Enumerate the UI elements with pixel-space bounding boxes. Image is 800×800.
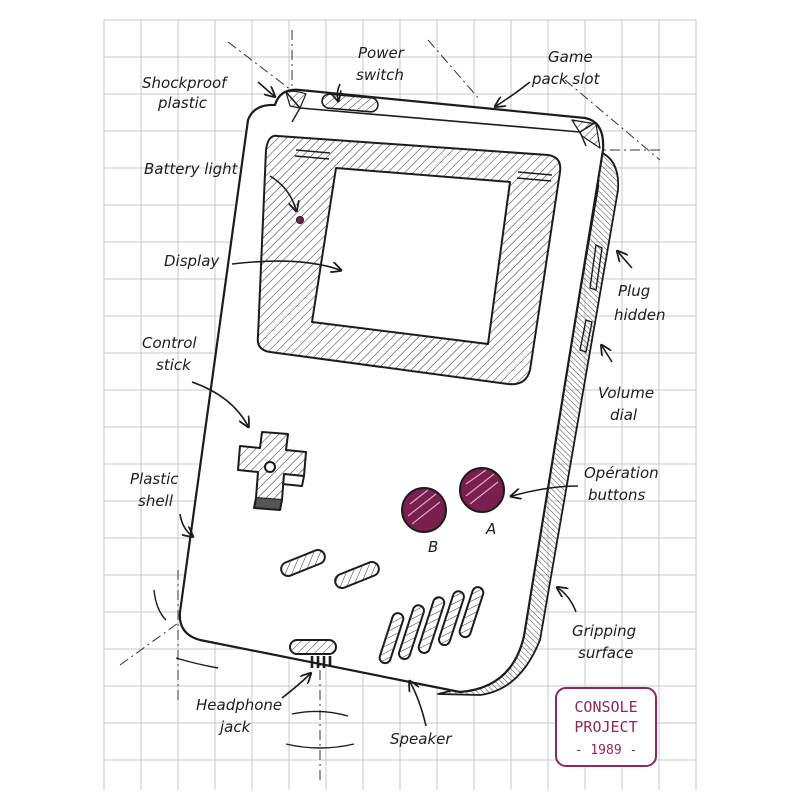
control-stick-dpad: [237, 431, 307, 511]
label-game-pack-2: pack slot: [531, 70, 601, 88]
label-volume-1: Volume: [598, 384, 654, 402]
label-plastic-2: shell: [138, 492, 174, 510]
operation-buttons: [401, 467, 505, 533]
display-screen: [311, 167, 511, 345]
stamp-line-1: CONSOLE: [574, 698, 637, 716]
label-shockproof-2: plastic: [157, 94, 208, 112]
label-power-1: Power: [358, 44, 405, 62]
button-a: [459, 467, 505, 513]
button-b-label: B: [428, 538, 438, 556]
label-game-pack-1: Game: [548, 48, 593, 66]
label-power-2: switch: [356, 66, 404, 84]
label-plastic-1: Plastic: [130, 470, 179, 488]
screen-bezel: [256, 134, 562, 386]
label-display: Display: [164, 252, 220, 270]
console-project-stamp: CONSOLE PROJECT - 1989 -: [555, 687, 657, 767]
label-headphone-2: jack: [218, 718, 252, 736]
label-operation-2: buttons: [588, 486, 645, 504]
label-battery: Battery light: [144, 160, 239, 178]
label-gripping-1: Gripping: [572, 622, 636, 640]
select-start-buttons: [280, 549, 380, 589]
button-a-label: A: [485, 520, 496, 538]
label-operation-1: Opération: [584, 464, 659, 482]
label-speaker: Speaker: [390, 730, 452, 748]
sketch-marks: [153, 589, 355, 749]
stamp-line-2: PROJECT: [574, 718, 637, 736]
label-headphone-1: Headphone: [196, 696, 282, 714]
battery-light: [296, 216, 304, 224]
callout-arrows: [179, 81, 633, 727]
label-control-2: stick: [156, 356, 192, 374]
headphone-jack: [289, 639, 337, 668]
label-plug-2: hidden: [614, 306, 665, 324]
label-shockproof-1: Shockproof: [142, 74, 229, 92]
stamp-line-3: - 1989 -: [575, 743, 638, 758]
button-b: [401, 487, 447, 533]
labels: Shockproof plastic Power switch Game pac…: [130, 44, 665, 748]
label-volume-2: dial: [610, 406, 638, 424]
label-gripping-2: surface: [578, 644, 633, 662]
label-plug-1: Plug: [618, 282, 650, 300]
speaker-grill: [378, 586, 485, 665]
label-control-1: Control: [142, 334, 197, 352]
